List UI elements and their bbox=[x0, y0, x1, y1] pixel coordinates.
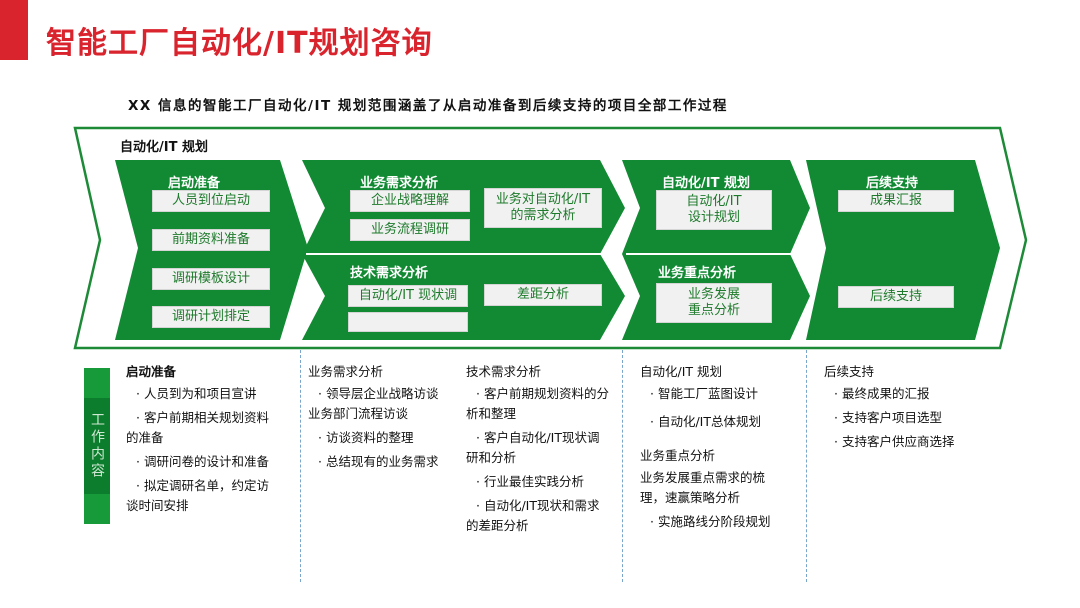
kickoff-item-box: 调研模板设计 bbox=[152, 268, 270, 290]
detail-item: · 调研问卷的设计和准备 bbox=[136, 454, 269, 469]
box-line: 设计规划 bbox=[687, 210, 740, 225]
stage-tech-req-title: 技术需求分析 bbox=[350, 266, 429, 281]
detail-column-auto-plan: 自动化/IT 规划 · 智能工厂蓝图设计 · 自动化/IT总体规划 业务重点分析… bbox=[640, 362, 800, 536]
detail-column-tech-req: 技术需求分析 · 客户前期规划资料的分 析和整理 · 客户自动化/IT现状调 研… bbox=[466, 362, 616, 540]
detail-item: · 客户前期规划资料的分 bbox=[476, 386, 609, 401]
business-req-item-box: 企业战略理解 bbox=[350, 190, 470, 212]
detail-item: 研和分析 bbox=[466, 450, 517, 465]
column-separator bbox=[622, 350, 623, 582]
kickoff-item-box: 调研计划排定 bbox=[152, 306, 270, 328]
stage-kickoff-title: 启动准备 bbox=[168, 176, 221, 191]
detail-item: · 客户自动化/IT现状调 bbox=[476, 430, 600, 445]
detail-item: · 支持客户项目选型 bbox=[834, 410, 942, 425]
stage-auto-plan-title: 自动化/IT 规划 bbox=[662, 176, 750, 191]
business-req-side-box: 业务对自动化/IT 的需求分析 bbox=[484, 188, 602, 228]
detail-item: 业务发展重点需求的梳 bbox=[640, 470, 766, 485]
support-item-box: 后续支持 bbox=[838, 286, 954, 308]
detail-item: 析和整理 bbox=[466, 406, 517, 421]
kickoff-item-box: 前期资料准备 bbox=[152, 229, 270, 251]
title-accent-bar bbox=[0, 0, 28, 60]
tech-req-item-box: 自动化/IT 现状调 bbox=[348, 285, 468, 307]
tag-center-band bbox=[84, 398, 110, 494]
detail-item: 业务部门流程访谈 bbox=[308, 406, 409, 421]
work-content-tag: 工作内容 bbox=[84, 368, 110, 524]
detail-item: 的准备 bbox=[126, 430, 164, 445]
detail-item: · 行业最佳实践分析 bbox=[476, 474, 584, 489]
detail-heading: 启动准备 bbox=[126, 364, 177, 379]
detail-item: · 人员到为和项目宣讲 bbox=[136, 386, 257, 401]
detail-item: · 客户前期相关规划资料 bbox=[136, 410, 269, 425]
side-box-line: 业务对自动化/IT bbox=[495, 192, 591, 207]
detail-heading: 业务重点分析 bbox=[640, 448, 716, 463]
box-line: 自动化/IT bbox=[686, 194, 742, 209]
outer-label: 自动化/IT 规划 bbox=[120, 140, 208, 155]
detail-item: · 自动化/IT总体规划 bbox=[650, 414, 761, 429]
stage-business-req-title: 业务需求分析 bbox=[360, 176, 439, 191]
box-line: 业务发展 bbox=[687, 287, 740, 302]
detail-item: 谈时间安排 bbox=[126, 498, 189, 513]
detail-item: · 拟定调研名单，约定访 bbox=[136, 478, 269, 493]
kickoff-item-box: 人员到位启动 bbox=[152, 190, 270, 212]
side-box-line: 的需求分析 bbox=[510, 208, 576, 223]
detail-item: · 总结现有的业务需求 bbox=[318, 454, 439, 469]
detail-item: · 最终成果的汇报 bbox=[834, 386, 930, 401]
detail-item: · 智能工厂蓝图设计 bbox=[650, 386, 758, 401]
work-content-label: 工作内容 bbox=[89, 412, 105, 480]
detail-heading: 业务需求分析 bbox=[308, 364, 384, 379]
tech-req-item-box-faded bbox=[348, 312, 468, 332]
detail-item: 理，速赢策略分析 bbox=[640, 490, 741, 505]
tech-req-side-box: 差距分析 bbox=[484, 284, 602, 306]
auto-plan-box: 自动化/IT 设计规划 bbox=[656, 190, 772, 230]
support-item-box: 成果汇报 bbox=[838, 190, 954, 212]
page-title: 智能工厂自动化/IT规划咨询 bbox=[46, 26, 433, 61]
detail-item: · 实施路线分阶段规划 bbox=[650, 514, 771, 529]
detail-heading: 自动化/IT 规划 bbox=[640, 364, 723, 379]
detail-column-kickoff: 启动准备 · 人员到为和项目宣讲 · 客户前期相关规划资料 的准备 · 调研问卷… bbox=[126, 362, 296, 520]
detail-column-support: 后续支持 · 最终成果的汇报 · 支持客户项目选型 · 支持客户供应商选择 bbox=[824, 362, 994, 456]
detail-item: · 自动化/IT现状和需求 bbox=[476, 498, 600, 513]
detail-item: · 支持客户供应商选择 bbox=[834, 434, 955, 449]
business-req-item-box: 业务流程调研 bbox=[350, 219, 470, 241]
box-line: 重点分析 bbox=[687, 303, 740, 318]
stage-biz-focus-title: 业务重点分析 bbox=[658, 266, 737, 281]
detail-heading: 后续支持 bbox=[824, 364, 875, 379]
detail-item: 的差距分析 bbox=[466, 518, 529, 533]
biz-focus-box: 业务发展 重点分析 bbox=[656, 283, 772, 323]
detail-item: · 访谈资料的整理 bbox=[318, 430, 414, 445]
page-subtitle: XX 信息的智能工厂自动化/IT 规划范围涵盖了从启动准备到后续支持的项目全部工… bbox=[128, 98, 728, 114]
stage-support-title: 后续支持 bbox=[866, 176, 919, 191]
detail-item: · 领导层企业战略访谈 bbox=[318, 386, 439, 401]
column-separator bbox=[300, 350, 301, 582]
detail-heading: 技术需求分析 bbox=[466, 364, 542, 379]
column-separator bbox=[806, 350, 807, 582]
detail-column-business-req: 业务需求分析 · 领导层企业战略访谈 业务部门流程访谈 · 访谈资料的整理 · … bbox=[308, 362, 458, 476]
